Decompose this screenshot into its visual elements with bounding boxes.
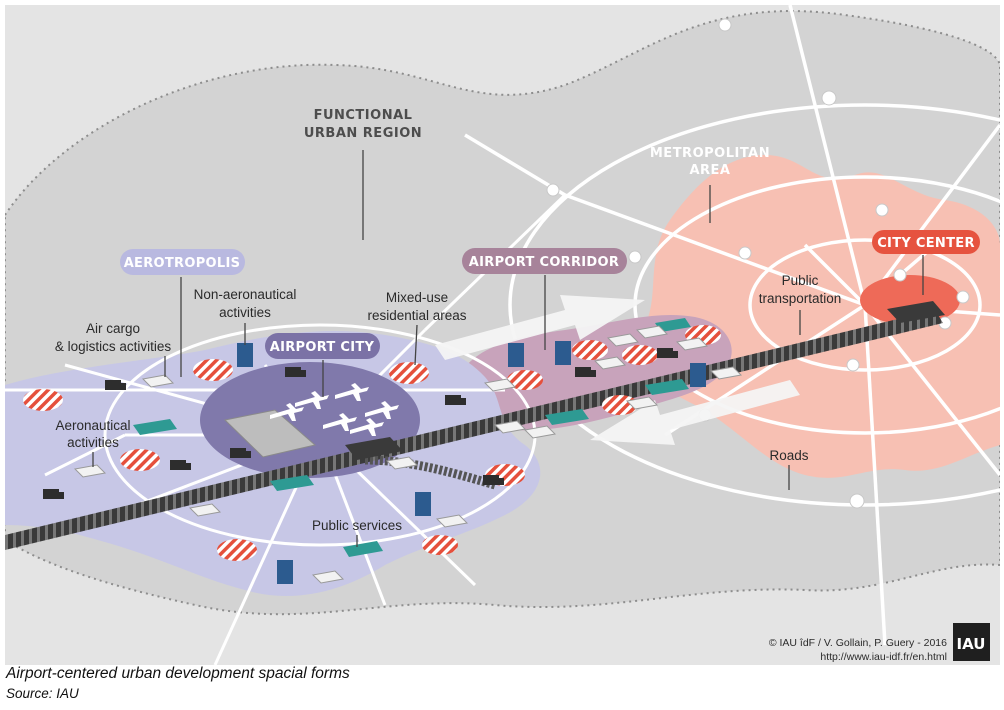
aerotropolis-pill: AEROTROPOLIS: [120, 249, 245, 275]
diagram-figure: FUNCTIONAL URBAN REGION METROPOLITAN ARE…: [4, 4, 1004, 666]
public-transportation-label-2: transportation: [759, 291, 842, 306]
credit-line-2: http://www.iau-idf.fr/en.html: [820, 651, 947, 663]
iau-logo-text: IAU: [957, 635, 986, 653]
city-center-station: [887, 301, 945, 323]
airport-corridor-label: AIRPORT CORRIDOR: [469, 255, 619, 270]
city-center-pill: CITY CENTER: [872, 230, 980, 254]
aerotropolis-label: AEROTROPOLIS: [124, 256, 241, 271]
non-aeronautical-label-1: Non-aeronautical: [194, 287, 297, 302]
public-services-label: Public services: [312, 518, 402, 533]
credit-line-1: © IAU îdF / V. Gollain, P. Guery - 2016: [769, 637, 947, 649]
roads-label: Roads: [769, 448, 808, 463]
mixed-use-label-2: residential areas: [367, 308, 466, 323]
mixed-use-label-1: Mixed-use: [386, 290, 448, 305]
non-aeronautical-label-2: activities: [219, 305, 271, 320]
road-nodes: [546, 18, 970, 509]
airport-corridor-pill: AIRPORT CORRIDOR: [462, 248, 627, 274]
airport-terminal: [223, 409, 317, 458]
metropolitan-area-label-2: AREA: [689, 163, 730, 178]
aeronautical-label-1: Aeronautical: [55, 418, 130, 433]
aeronautical-label-2: activities: [67, 435, 119, 450]
rail-station: [345, 437, 403, 460]
corridor-arrow-outbound: [435, 295, 645, 360]
residential-markers: [23, 325, 721, 561]
airport-city-pill: AIRPORT CITY: [265, 333, 380, 359]
air-cargo-label-1: Air cargo: [86, 321, 140, 336]
air-cargo-label-2: & logistics activities: [55, 339, 172, 354]
functional-urban-region-label-2: URBAN REGION: [304, 126, 422, 141]
railway-line: [5, 310, 943, 550]
public-transportation-label-1: Public: [782, 273, 819, 288]
corridor-arrow-inbound: [590, 380, 800, 445]
airplanes: [270, 383, 399, 436]
city-center-label: CITY CENTER: [877, 236, 975, 251]
metropolitan-area-label-1: METROPOLITAN: [650, 146, 770, 161]
figure-source: Source: IAU: [6, 686, 79, 701]
urban-form-diagram: FUNCTIONAL URBAN REGION METROPOLITAN ARE…: [4, 4, 1004, 666]
functional-urban-region-label-1: FUNCTIONAL: [314, 108, 413, 123]
trucks: [43, 348, 678, 499]
rail-branch: [364, 455, 497, 490]
label-leader-lines: [92, 150, 924, 547]
airport-city-label: AIRPORT CITY: [270, 340, 375, 355]
figure-caption: Airport-centered urban development spaci…: [6, 665, 350, 682]
buildings: [73, 318, 743, 584]
iau-logo: IAU: [953, 623, 990, 661]
